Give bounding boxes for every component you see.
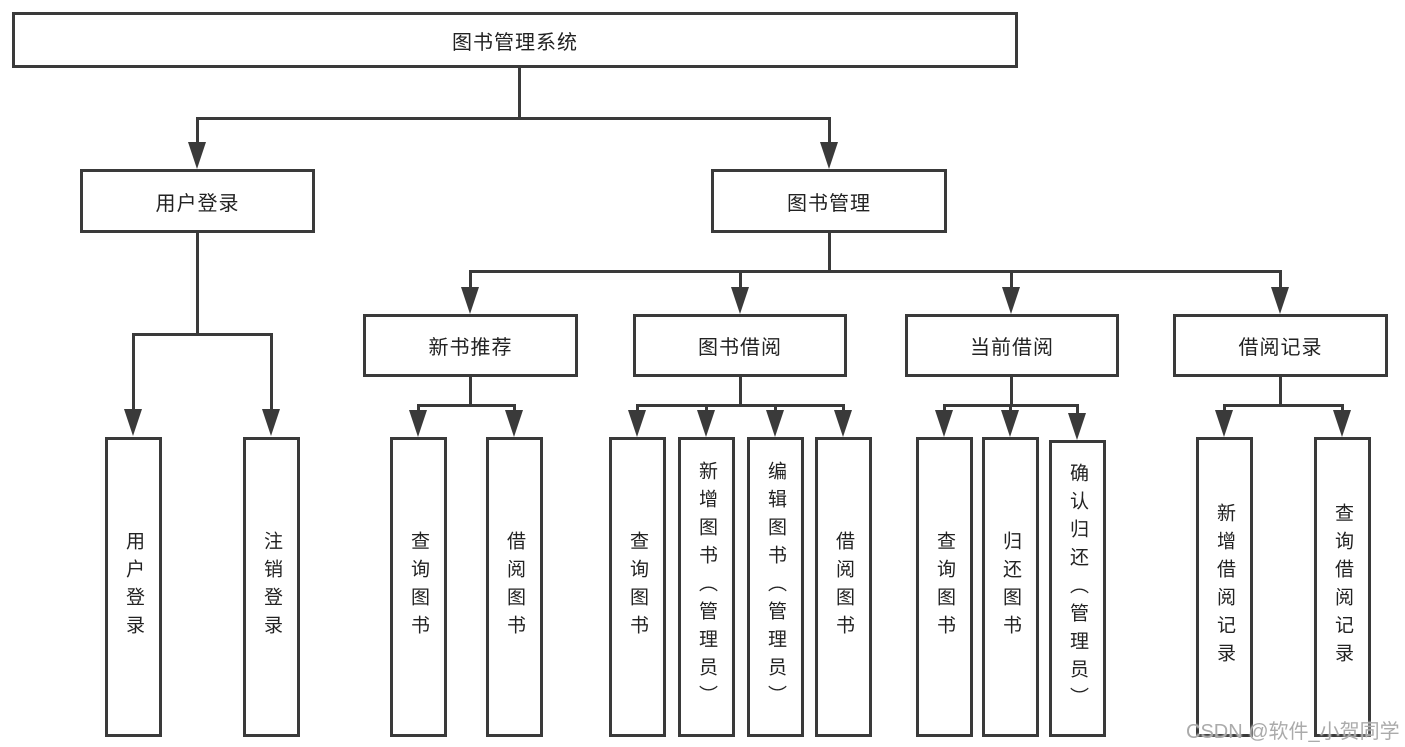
connector-line — [636, 404, 845, 407]
leaf-logout: 注销登录 — [243, 437, 300, 737]
arrowhead-down-icon — [505, 410, 523, 437]
leaf-user-login: 用户登录 — [105, 437, 162, 737]
node-book-borrowing: 图书借阅 — [633, 314, 847, 377]
connector-line — [842, 404, 845, 413]
connector-line — [196, 117, 199, 144]
arrowhead-down-icon — [1001, 410, 1019, 437]
arrowhead-down-icon — [188, 142, 206, 169]
connector-line — [1223, 404, 1226, 413]
leaf-query-book-recommend: 查询图书 — [390, 437, 447, 737]
node-library-management-system: 图书管理系统 — [12, 12, 1018, 68]
arrowhead-down-icon — [1002, 287, 1020, 314]
arrowhead-down-icon — [628, 410, 646, 437]
connector-line — [132, 333, 135, 411]
connector-line — [518, 67, 521, 118]
node-current-borrowing: 当前借阅 — [905, 314, 1119, 377]
leaf-return-book: 归还图书 — [982, 437, 1039, 737]
arrowhead-down-icon — [935, 410, 953, 437]
connector-line — [1076, 404, 1079, 416]
leaf-borrow-book: 借阅图书 — [815, 437, 872, 737]
connector-line — [943, 404, 946, 413]
leaf-borrow-book-recommend: 借阅图书 — [486, 437, 543, 737]
leaf-query-borrow-record: 查询借阅记录 — [1314, 437, 1371, 737]
connector-line — [469, 376, 472, 406]
connector-line — [1010, 376, 1013, 406]
connector-line — [1223, 404, 1344, 407]
connector-line — [1341, 404, 1344, 413]
connector-line — [828, 232, 831, 272]
connector-line — [469, 270, 472, 289]
arrowhead-down-icon — [697, 410, 715, 437]
connector-line — [636, 404, 639, 413]
connector-line — [1279, 376, 1282, 406]
node-book-management: 图书管理 — [711, 169, 947, 233]
arrowhead-down-icon — [461, 287, 479, 314]
arrowhead-down-icon — [409, 410, 427, 437]
connector-line — [270, 333, 273, 411]
arrowhead-down-icon — [1271, 287, 1289, 314]
connector-line — [828, 117, 831, 144]
connector-line — [417, 404, 420, 413]
connector-line — [1279, 270, 1282, 289]
connector-line — [739, 270, 742, 289]
node-user-login: 用户登录 — [80, 169, 315, 233]
arrowhead-down-icon — [1068, 413, 1086, 440]
csdn-watermark: CSDN @软件_小贺同学 — [1186, 721, 1400, 743]
connector-line — [774, 404, 777, 413]
node-new-book-recommendation: 新书推荐 — [363, 314, 578, 377]
arrowhead-down-icon — [124, 409, 142, 436]
node-borrowing-records: 借阅记录 — [1173, 314, 1388, 377]
leaf-add-book-admin: 新增图书（管理员） — [678, 437, 735, 737]
leaf-add-borrow-record: 新增借阅记录 — [1196, 437, 1253, 737]
connector-line — [196, 232, 199, 335]
arrowhead-down-icon — [820, 142, 838, 169]
leaf-edit-book-admin: 编辑图书（管理员） — [747, 437, 804, 737]
connector-line — [417, 404, 516, 407]
arrowhead-down-icon — [1333, 410, 1351, 437]
arrowhead-down-icon — [731, 287, 749, 314]
connector-line — [1010, 270, 1013, 289]
leaf-confirm-return-admin: 确认归还（管理员） — [1049, 440, 1106, 737]
leaf-query-book-current: 查询图书 — [916, 437, 973, 737]
connector-line — [513, 404, 516, 413]
arrowhead-down-icon — [262, 409, 280, 436]
connector-line — [196, 117, 831, 120]
arrowhead-down-icon — [1215, 410, 1233, 437]
arrowhead-down-icon — [834, 410, 852, 437]
connector-line — [469, 270, 1282, 273]
connector-line — [1009, 404, 1012, 413]
arrowhead-down-icon — [766, 410, 784, 437]
connector-line — [705, 404, 708, 413]
leaf-query-book-borrow: 查询图书 — [609, 437, 666, 737]
connector-line — [739, 376, 742, 406]
connector-line — [132, 333, 273, 336]
